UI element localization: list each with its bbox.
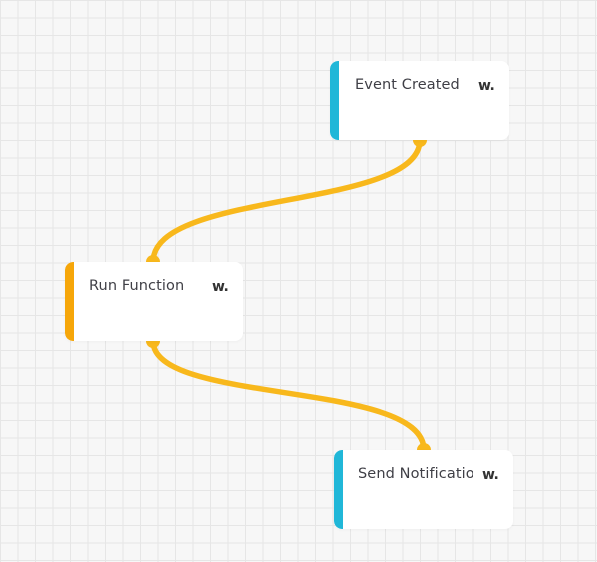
node-type-indicator xyxy=(330,61,339,140)
node-run-function[interactable]: Run Function w. xyxy=(65,262,243,341)
node-event-created[interactable]: Event Created w. xyxy=(330,61,509,140)
node-send-notification[interactable]: Send Notification w. xyxy=(334,450,513,529)
webflow-logo-icon: w. xyxy=(482,467,499,483)
node-title: Event Created xyxy=(355,77,460,93)
node-title: Run Function xyxy=(89,278,185,294)
node-type-indicator xyxy=(65,262,74,341)
connection-function-to-notification[interactable] xyxy=(150,338,427,453)
node-type-indicator xyxy=(334,450,343,529)
webflow-logo-icon: w. xyxy=(212,279,229,295)
connection-event-to-function[interactable] xyxy=(150,137,423,265)
node-title: Send Notification xyxy=(358,466,473,482)
webflow-logo-icon: w. xyxy=(478,78,495,94)
